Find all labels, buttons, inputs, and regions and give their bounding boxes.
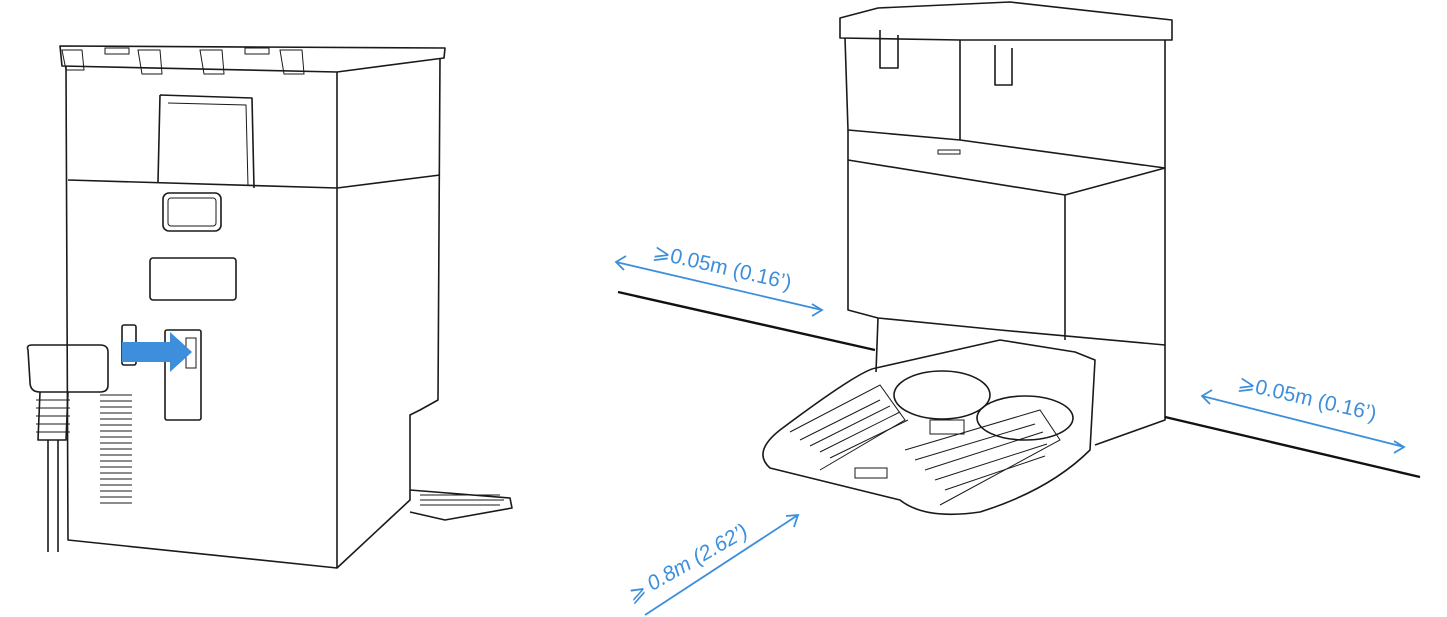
front-clearance-arrow bbox=[644, 513, 800, 616]
left-clearance-arrow bbox=[614, 255, 824, 317]
right-wall-line bbox=[1164, 415, 1421, 479]
power-cord-icon bbox=[26, 344, 109, 552]
front-clearance-label: ⩾ 0.8m (2.62’) bbox=[623, 520, 752, 608]
insert-arrow-icon bbox=[122, 332, 192, 372]
dock-station-front-view bbox=[762, 1, 1173, 516]
right-clearance-arrow bbox=[1200, 389, 1406, 454]
lid-latches bbox=[61, 47, 305, 75]
right-clearance-label: ⩾0.05m (0.16’) bbox=[1236, 371, 1379, 425]
docking-tray bbox=[762, 339, 1096, 516]
vent-grille bbox=[100, 394, 132, 504]
left-wall-line bbox=[617, 290, 876, 352]
dock-station-rear-view bbox=[26, 45, 513, 569]
